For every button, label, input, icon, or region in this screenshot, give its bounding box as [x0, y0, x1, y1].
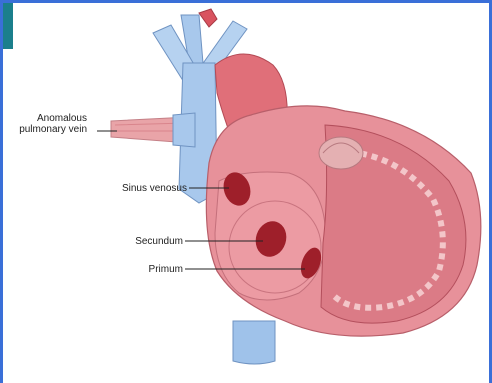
heart-body	[206, 106, 481, 336]
anomalous-pulmonary-vein	[111, 113, 195, 147]
primum-label: Primum	[149, 264, 183, 275]
anomalous-label-line2: pulmonary vein	[19, 124, 87, 135]
heart-illustration	[3, 3, 489, 383]
anomalous-pulmonary-vein-label: Anomalous pulmonary vein	[19, 113, 87, 135]
anomalous-label-line1: Anomalous	[19, 113, 87, 124]
sinus-venosus-label: Sinus venosus	[122, 183, 187, 194]
secundum-label: Secundum	[135, 236, 183, 247]
